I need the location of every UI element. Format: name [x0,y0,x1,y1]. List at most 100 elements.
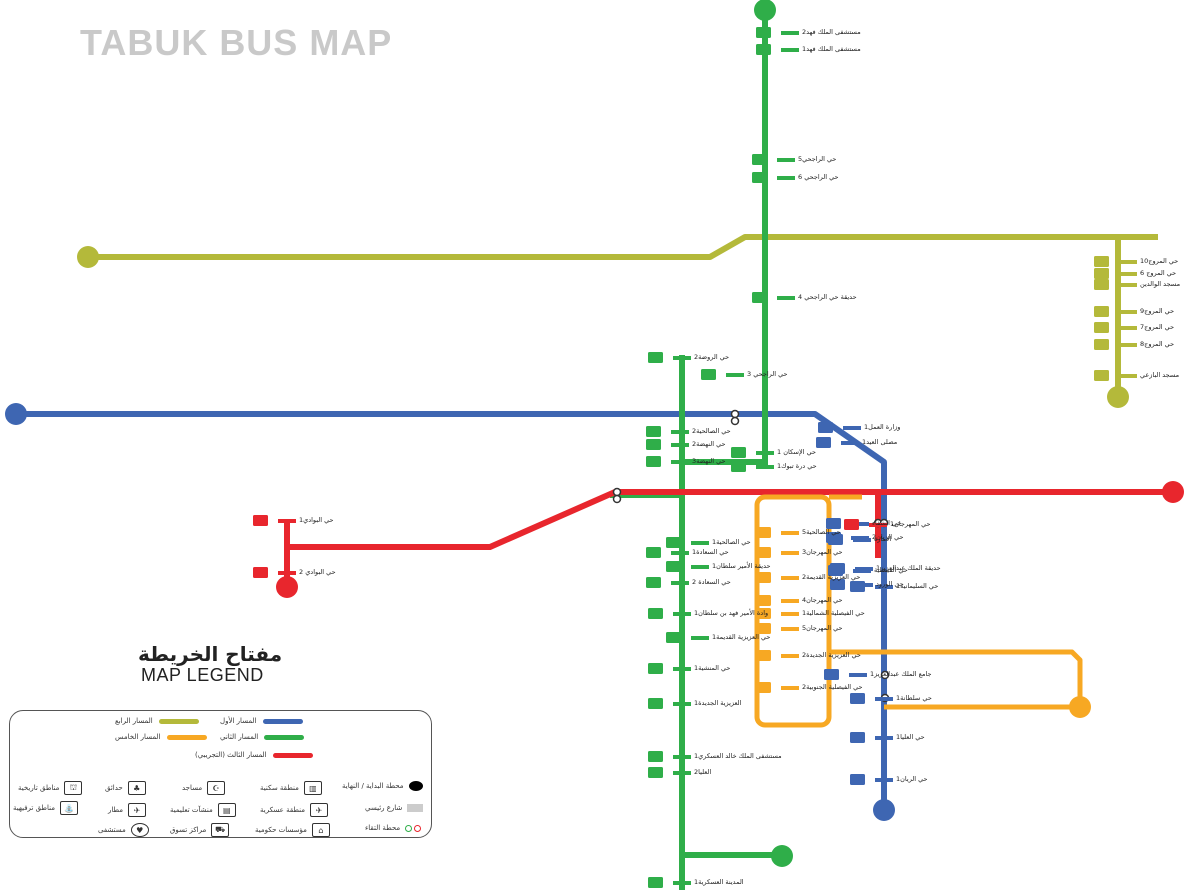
station-tick[interactable] [777,176,795,180]
education-icon: ▤ [217,803,236,817]
station-tick[interactable] [781,686,799,690]
station-tick[interactable] [875,697,893,701]
legend-terminal: محطة البداية / النهاية [342,781,423,791]
station-tick[interactable] [1119,343,1137,347]
station-tick[interactable] [726,373,744,377]
station-tick[interactable] [673,612,691,616]
station-label: حي المروج10 [1140,257,1179,265]
station-tick[interactable] [691,565,709,569]
legend-route-4: المسار الرابع [115,717,199,725]
station-tick[interactable] [781,48,799,52]
station-tick[interactable] [781,576,799,580]
station-label: العزيزية الجديدة1 [694,699,742,707]
station-label: حي الورود [876,580,904,588]
station-tick[interactable] [1119,272,1137,276]
legend-title-ar: مفتاح الخريطة [138,642,283,666]
station-icon [646,456,661,467]
station-tick[interactable] [1119,310,1137,314]
station-icon [1094,256,1109,267]
route-3-terminal-east[interactable] [1162,481,1184,503]
station-tick[interactable] [875,585,893,589]
station-tick[interactable] [671,460,689,464]
station-label: مصلى العيد1 [862,438,898,446]
military-icon: ✈ [309,803,328,817]
station-tick[interactable] [853,569,871,573]
station-icon [826,532,841,543]
route-2-terminal-east[interactable] [771,845,793,867]
station-tick[interactable] [875,736,893,740]
station-tick[interactable] [673,771,691,775]
station-tick[interactable] [1119,374,1137,378]
station-tick[interactable] [671,551,689,555]
station-icon [850,693,865,704]
station-tick[interactable] [781,627,799,631]
legend-main-street-label: شارع رئيسي [365,804,403,812]
station-icon [756,595,771,606]
station-label: حي الراجحي 6 [798,173,839,181]
route-1-terminal-west[interactable] [5,403,27,425]
station-label: حي البوادي 2 [299,568,336,576]
station-tick[interactable] [781,551,799,555]
station-icon [826,518,841,529]
station-tick[interactable] [781,612,799,616]
station-tick[interactable] [671,581,689,585]
station-tick[interactable] [841,441,859,445]
station-label: حي سلطانة1 [896,694,932,702]
station-tick[interactable] [691,541,709,545]
route-3-line [287,489,1173,550]
legend-route-5-swatch [166,734,207,740]
route-4-terminal-west[interactable] [77,246,99,268]
station-tick[interactable] [777,158,795,162]
station-tick[interactable] [777,296,795,300]
legend-route-1-swatch [262,718,303,724]
legend-military-label: منطقة عسكرية [260,806,305,814]
station-tick[interactable] [671,430,689,434]
station-tick[interactable] [691,636,709,640]
station-label: حي الفيصلية الشمالية1 [802,609,865,617]
station-tick[interactable] [673,702,691,706]
station-tick[interactable] [781,599,799,603]
station-tick[interactable] [781,31,799,35]
station-icons [253,27,1109,888]
station-tick[interactable] [671,443,689,447]
station-label: الامارة [874,535,892,543]
station-label: حي الشفاء [872,519,902,527]
station-tick[interactable] [1119,283,1137,287]
station-tick[interactable] [869,523,887,527]
legend-terminal-label: محطة البداية / النهاية [342,782,404,790]
station-tick[interactable] [756,451,774,455]
station-tick[interactable] [1119,326,1137,330]
station-tick[interactable] [756,465,774,469]
station-tick[interactable] [1119,260,1137,264]
station-tick[interactable] [673,356,691,360]
station-tick[interactable] [781,654,799,658]
station-label: حي الروضة2 [694,353,730,361]
station-tick[interactable] [781,531,799,535]
route-3-terminal-south[interactable] [276,576,298,598]
terminal-dot-icon [408,781,423,791]
legend-route-1: المسار الأول [220,717,303,725]
route-4-terminal-south[interactable] [1107,386,1129,408]
station-icon [646,426,661,437]
station-icon [1094,268,1109,279]
historic-icon: ⛫ [64,781,83,795]
station-icon [756,27,771,38]
route-1-terminal-south[interactable] [873,799,895,821]
station-tick[interactable] [673,755,691,759]
station-tick[interactable] [875,778,893,782]
station-label: حي الفيصلية الجنوبية2 [802,683,863,691]
station-icon [253,515,268,526]
station-tick[interactable] [851,522,869,526]
route-5-terminal[interactable] [1069,696,1091,718]
station-tick[interactable] [849,673,867,677]
station-tick[interactable] [278,571,296,575]
station-icon [830,579,845,590]
station-tick[interactable] [851,536,869,540]
route-2-terminal-north[interactable] [754,0,776,21]
station-tick[interactable] [673,881,691,885]
station-label: حي المنشية1 [694,664,731,672]
legend-entertainment: مناطق ترفيهية ⛲ [13,801,78,815]
station-tick[interactable] [843,426,861,430]
station-tick[interactable] [673,667,691,671]
station-tick[interactable] [278,519,296,523]
